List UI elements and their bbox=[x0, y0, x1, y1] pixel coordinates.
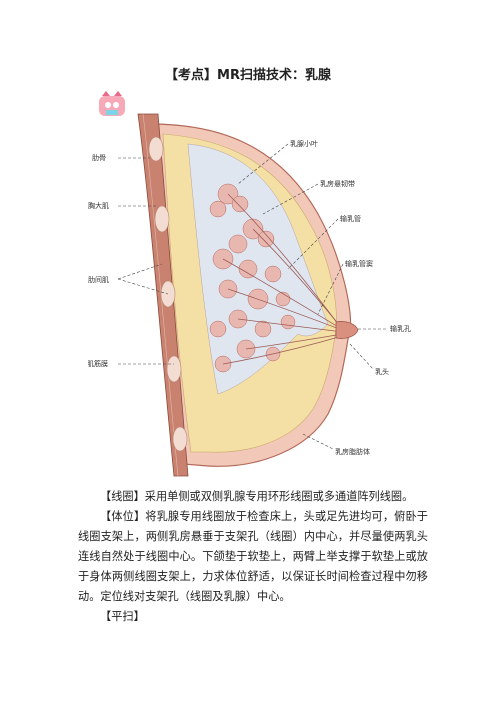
paragraph-coil: 【线圈】采用单侧或双侧乳腺专用环形线圈或多通道阵列线圈。 bbox=[100, 490, 414, 503]
label-pectoralis-major: 胸大肌 bbox=[88, 201, 109, 210]
label-lobule: 乳腺小叶 bbox=[290, 139, 318, 148]
paragraph-plain-scan: 【平扫】 bbox=[100, 610, 145, 623]
breast-anatomy-illustration: 肋骨 胸大肌 肋间肌 胸肌筋膜 乳腺小叶 乳房悬韧带 输乳管 输乳管窦 输乳孔 … bbox=[88, 113, 411, 477]
breast-anatomy-figure: 肋骨 胸大肌 肋间肌 胸肌筋膜 乳腺小叶 乳房悬韧带 输乳管 输乳管窦 输乳孔 … bbox=[88, 84, 418, 484]
label-lactiferous-duct: 输乳管 bbox=[340, 214, 361, 223]
decorative-character-icon bbox=[99, 91, 125, 116]
label-nipple: 乳头 bbox=[375, 367, 389, 376]
label-duct-opening: 输乳孔 bbox=[390, 324, 411, 333]
label-lactiferous-sinus: 输乳管窦 bbox=[345, 259, 373, 268]
label-rib: 肋骨 bbox=[92, 153, 106, 162]
label-suspensory-ligament: 乳房悬韧带 bbox=[320, 179, 355, 188]
label-deep-fascia: 胸肌筋膜 bbox=[88, 359, 108, 368]
label-intercostal: 肋间肌 bbox=[88, 275, 109, 284]
label-fat-tissue: 乳房脂肪体 bbox=[335, 447, 370, 456]
page-title: 【考点】MR扫描技术：乳腺 bbox=[165, 68, 331, 83]
body-text: 【线圈】采用单侧或双侧乳腺专用环形线圈或多通道阵列线圈。 【体位】将乳腺专用线圈… bbox=[78, 487, 428, 627]
paragraph-position: 【体位】将乳腺专用线圈放于检查床上，头或足先进均可，俯卧于线圈支架上，两侧乳房悬… bbox=[78, 510, 428, 603]
